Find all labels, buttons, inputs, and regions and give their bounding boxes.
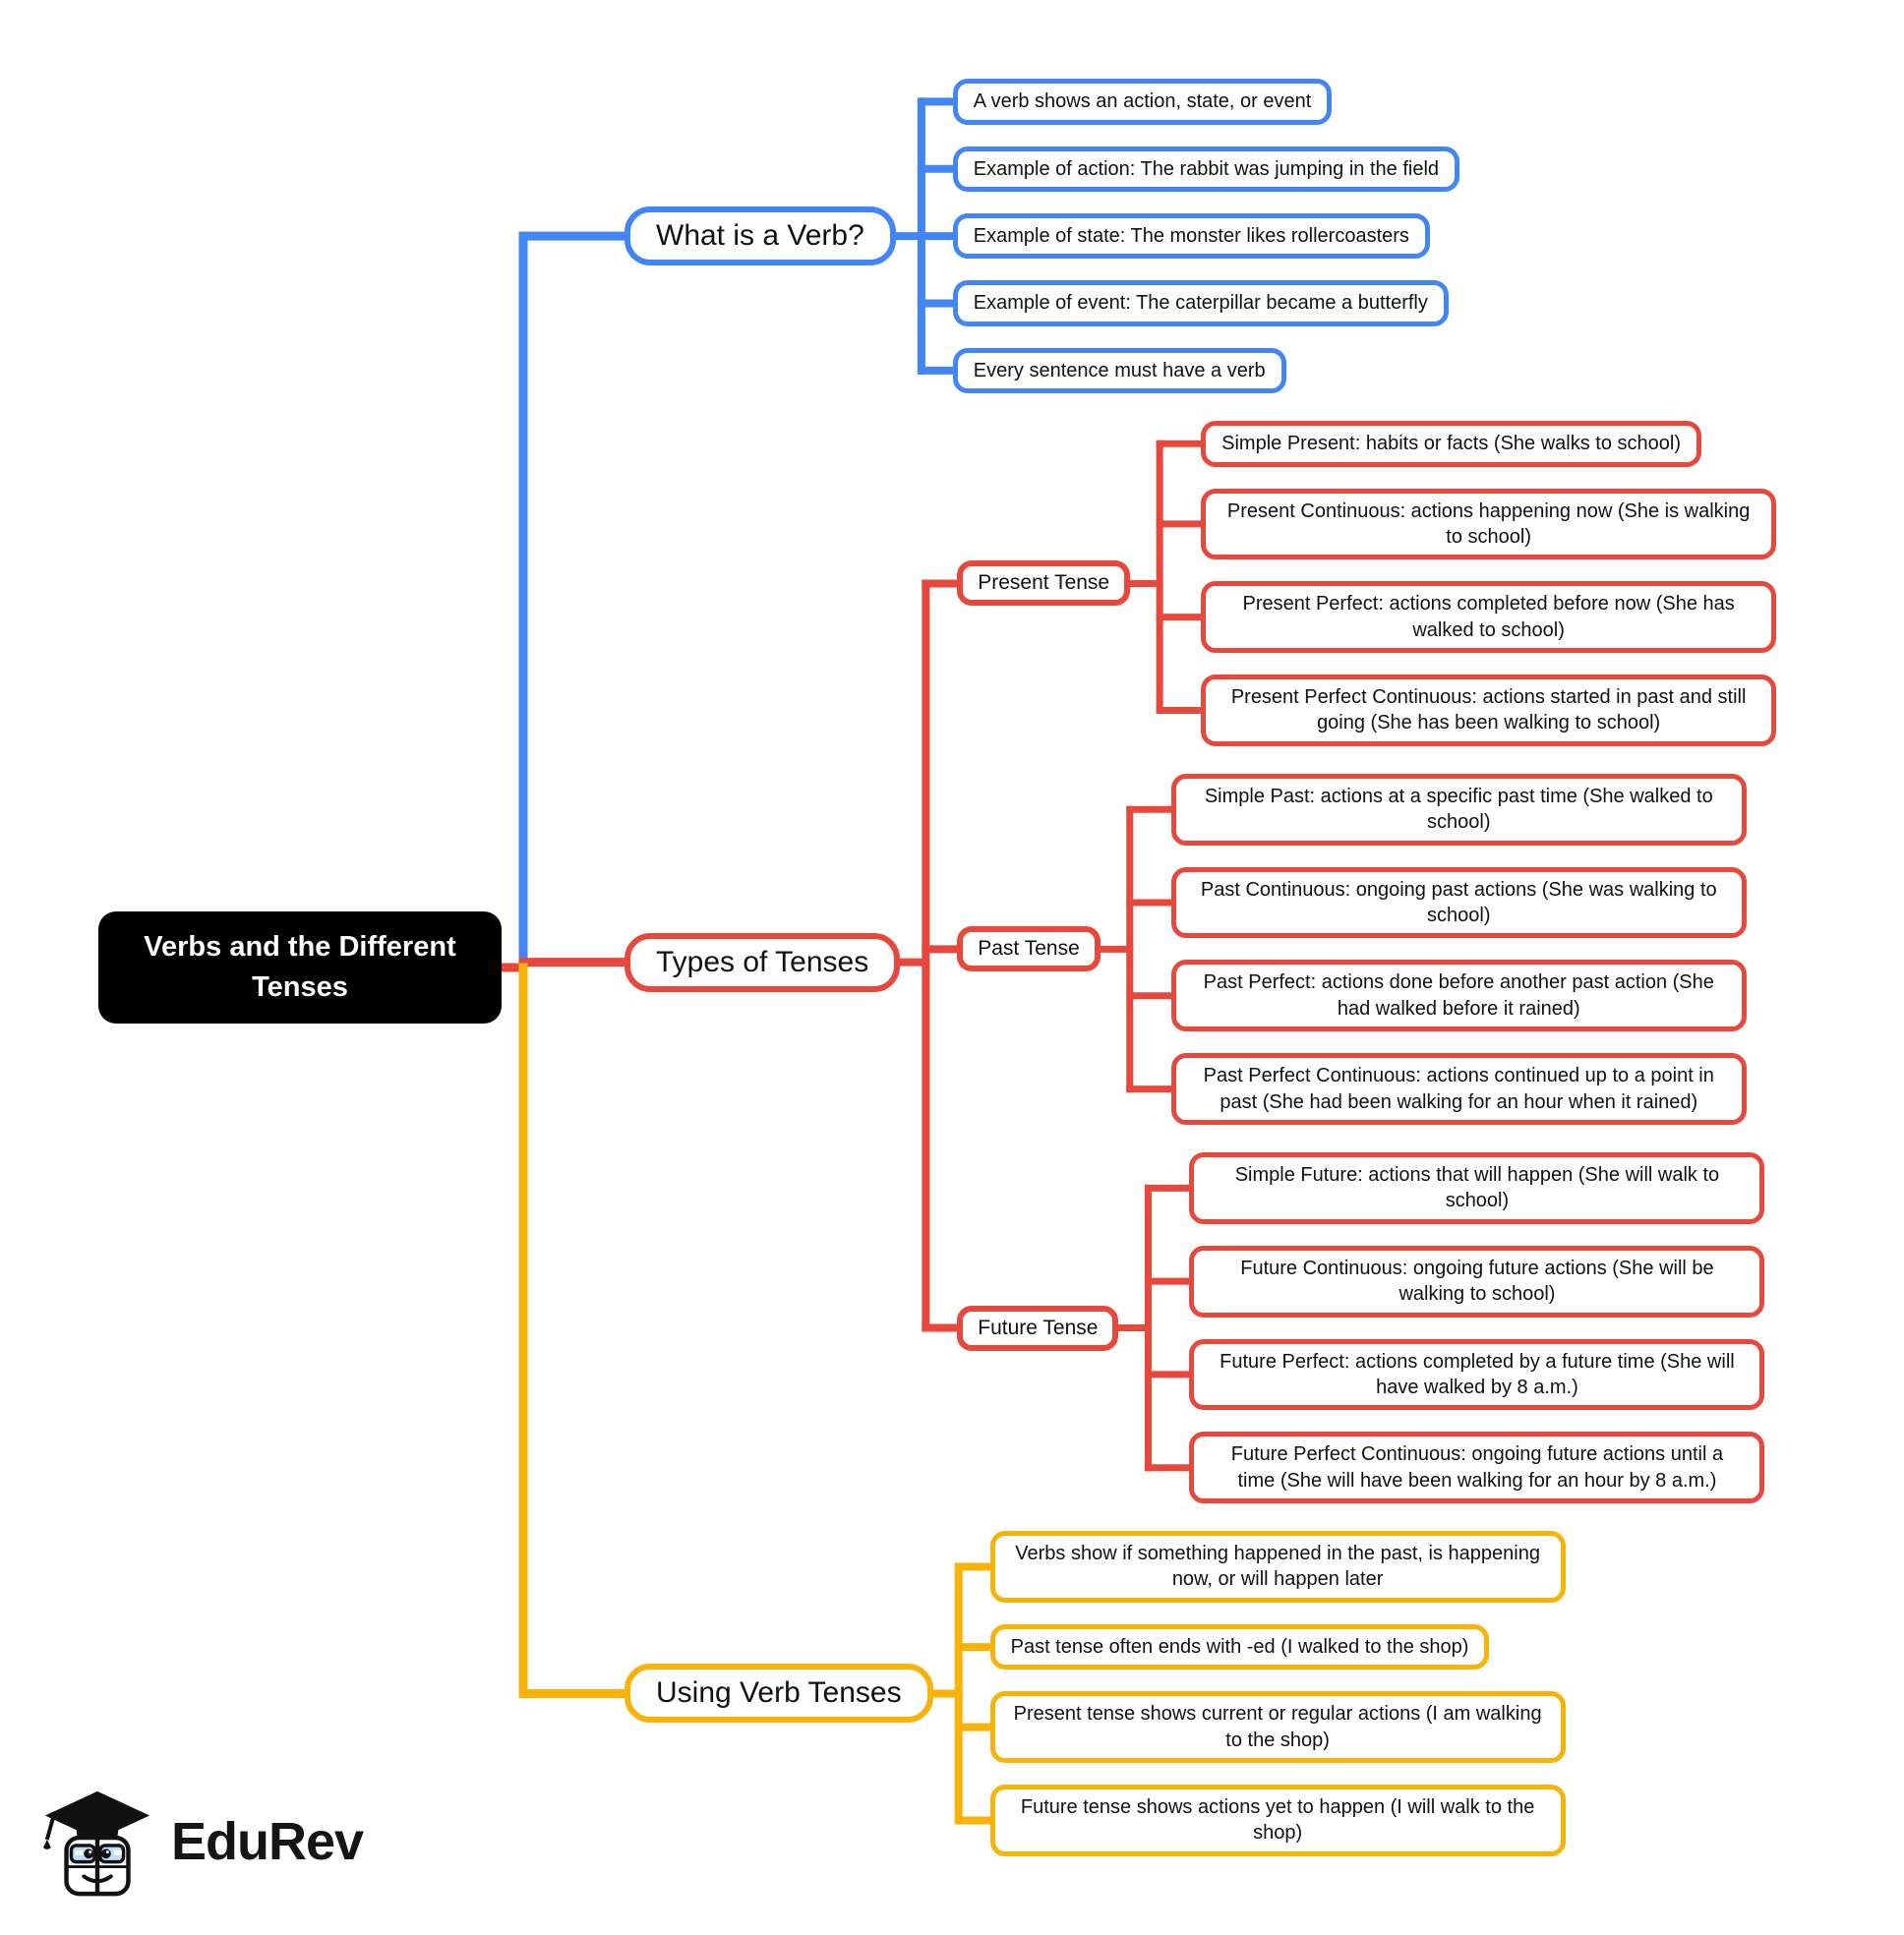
leaf-node: Simple Present: habits or facts (She wal… [1201, 421, 1701, 467]
using-verb-tenses-children: Verbs show if something happened in the … [989, 1531, 1566, 1856]
root-node: Verbs and the Different Tenses [98, 911, 502, 1024]
leaf-node: Verbs show if something happened in the … [989, 1531, 1566, 1603]
leaf-node: Past Continuous: ongoing past actions (S… [1170, 866, 1747, 939]
what-is-a-verb-children: A verb shows an action, state, or event … [952, 79, 1460, 394]
node-present-tense: Present Tense [957, 560, 1131, 607]
node-past-tense: Past Tense [957, 926, 1101, 972]
branch-node-using-verb-tenses: Using Verb Tenses [625, 1664, 933, 1724]
leaf-node: Simple Past: actions at a specific past … [1170, 773, 1747, 846]
leaf-node: Simple Future: actions that will happen … [1189, 1151, 1765, 1224]
leaf-node: Present Perfect Continuous: actions star… [1201, 674, 1777, 746]
leaf-node: Example of event: The caterpillar became… [952, 280, 1449, 326]
leaf-node: Example of state: The monster likes roll… [952, 212, 1430, 260]
branch-node-what-is-a-verb: What is a Verb? [625, 206, 896, 266]
leaf-node: Future Perfect: actions completed by a f… [1189, 1338, 1765, 1411]
leaf-node: Example of action: The rabbit was jumpin… [952, 146, 1460, 192]
group-future-tense: Future Tense Simple Future: actions that… [957, 1151, 1776, 1504]
branches-column: What is a Verb? A verb shows an action, … [625, 79, 1777, 1856]
node-future-tense: Future Tense [957, 1305, 1119, 1351]
branch-node-types-of-tenses: Types of Tenses [625, 932, 901, 992]
leaf-node: Past Perfect Continuous: actions continu… [1170, 1053, 1747, 1125]
branch-what-is-a-verb: What is a Verb? A verb shows an action, … [625, 79, 1776, 394]
group-past-tense: Past Tense Simple Past: actions at a spe… [957, 773, 1776, 1125]
leaf-node: Present tense shows current or regular a… [989, 1691, 1566, 1764]
leaf-node: Future tense shows actions yet to happen… [989, 1785, 1566, 1856]
leaf-node: A verb shows an action, state, or event [952, 79, 1333, 125]
past-tense-children: Simple Past: actions at a specific past … [1170, 773, 1747, 1125]
leaf-node: Future Perfect Continuous: ongoing futur… [1189, 1432, 1765, 1504]
tense-groups-column: Present Tense Simple Present: habits or … [957, 421, 1777, 1504]
future-tense-children: Simple Future: actions that will happen … [1189, 1151, 1765, 1504]
edurev-logo: EduRev [39, 1784, 364, 1900]
leaf-node: Past Perfect: actions done before anothe… [1170, 960, 1747, 1032]
edurev-mascot-icon [42, 1790, 150, 1897]
branch-using-verb-tenses: Using Verb Tenses Verbs show if somethin… [625, 1531, 1776, 1856]
leaf-node: Past tense often ends with -ed (I walked… [989, 1623, 1490, 1671]
present-tense-children: Simple Present: habits or facts (She wal… [1201, 421, 1777, 746]
leaf-node: Present Perfect: actions completed befor… [1201, 581, 1777, 654]
group-present-tense: Present Tense Simple Present: habits or … [957, 421, 1777, 746]
leaf-node: Every sentence must have a verb [952, 347, 1286, 394]
leaf-node: Future Continuous: ongoing future action… [1189, 1245, 1765, 1318]
leaf-node: Present Continuous: actions happening no… [1201, 488, 1777, 560]
branch-types-of-tenses: Types of Tenses Present Tense Simple Pre… [625, 421, 1777, 1504]
edurev-logo-text: EduRev [171, 1812, 364, 1871]
